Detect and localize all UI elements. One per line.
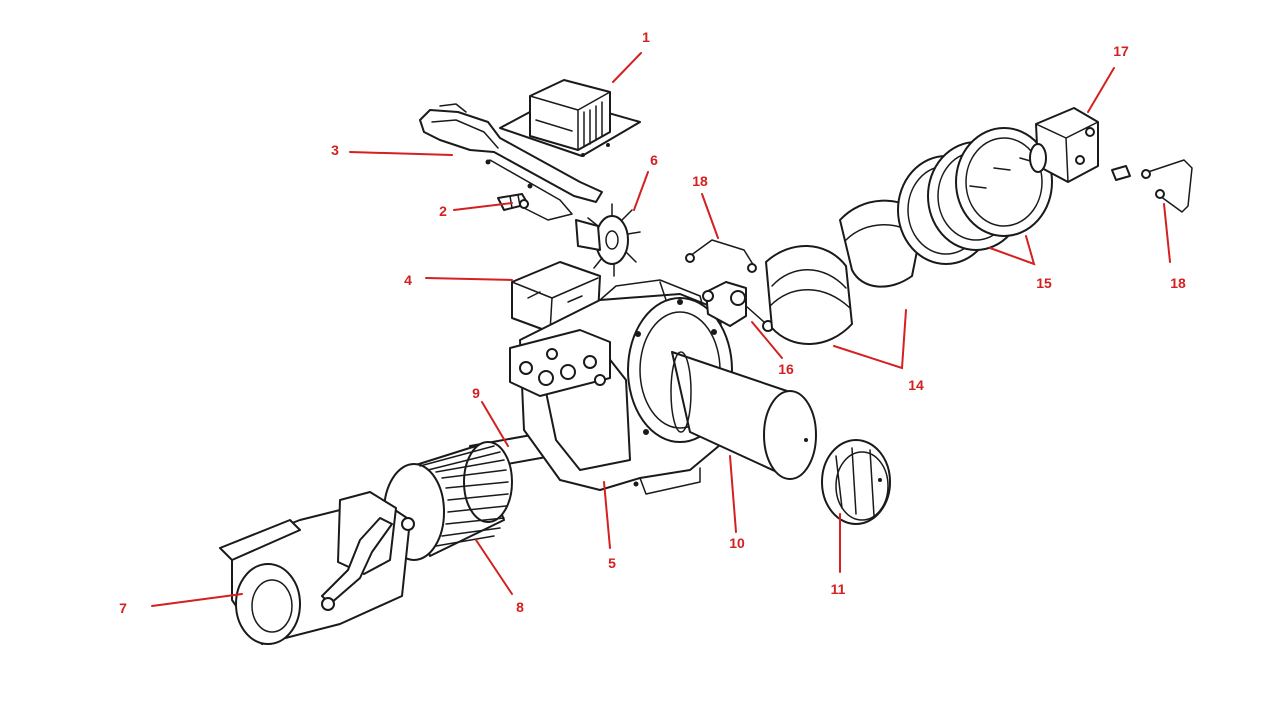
callout-8: 8: [516, 599, 524, 615]
callout-18-left: 18: [692, 173, 708, 189]
part-18-fuel-pipe-right: [1141, 159, 1193, 213]
leader-14: [833, 309, 907, 370]
leader-1: [612, 52, 642, 83]
leader-3: [349, 151, 453, 156]
part-11-flame-ring: [821, 439, 891, 525]
callout-1: 1: [642, 29, 650, 45]
part-17-oil-pump: [1029, 107, 1131, 183]
callout-6: 6: [650, 152, 658, 168]
part-7-motor: [219, 491, 415, 645]
leader-9: [481, 401, 509, 447]
part-6-turbulator: [575, 203, 641, 277]
callout-11: 11: [831, 581, 846, 597]
part-18-fuel-pipe-left: [685, 239, 757, 273]
leader-8: [475, 539, 513, 595]
leader-4: [425, 277, 513, 281]
callout-16: 16: [778, 361, 794, 377]
callout-7: 7: [119, 600, 127, 616]
leader-17: [1087, 67, 1115, 113]
leader-6: [633, 171, 649, 211]
part-3-nozzle-bracket: [419, 103, 603, 221]
leader-5: [603, 481, 611, 549]
leader-lines: [151, 52, 1171, 607]
leader-18b: [1163, 203, 1171, 263]
callout-labels: 1 3 2 6 4 18 17 15 18 14 16 9 10 11 5 8 …: [119, 29, 1186, 616]
callout-5: 5: [608, 555, 616, 571]
part-1-control-box: [499, 79, 641, 157]
part-16-valve: [702, 281, 774, 332]
part-2-electrode: [497, 193, 529, 211]
callout-2: 2: [439, 203, 447, 219]
callout-15: 15: [1036, 275, 1052, 291]
leader-2: [453, 202, 513, 211]
callout-3: 3: [331, 142, 339, 158]
callout-10: 10: [729, 535, 745, 551]
leader-15: [989, 235, 1036, 266]
leader-18a: [701, 193, 719, 239]
leader-7: [151, 593, 243, 607]
callout-17: 17: [1113, 43, 1129, 59]
leader-10: [729, 455, 737, 533]
part-14-clamp-rings: [765, 199, 925, 345]
callout-18-right: 18: [1170, 275, 1186, 291]
leader-16: [751, 321, 783, 359]
callout-9: 9: [472, 385, 480, 401]
callout-14: 14: [908, 377, 924, 393]
part-15-air-bands: [897, 127, 1053, 265]
callout-4: 4: [404, 272, 412, 288]
part-10-blast-tube: [670, 351, 817, 480]
